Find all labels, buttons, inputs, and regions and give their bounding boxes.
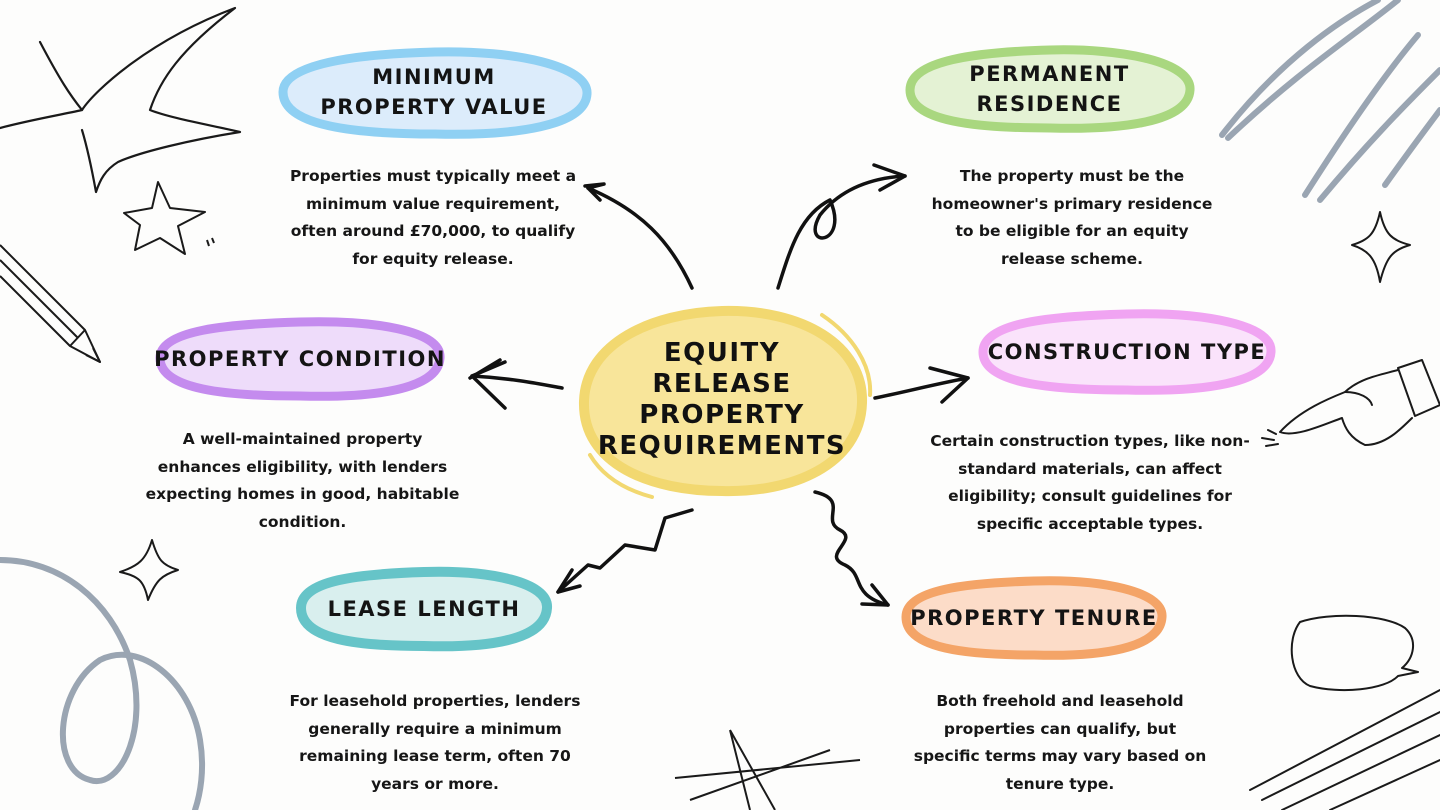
pencil-icon	[0, 244, 101, 363]
arrow-to-residence	[776, 174, 907, 290]
big-star-doodle-icon	[0, 6, 242, 194]
node-description: Properties must typically meet a minimum…	[289, 167, 577, 268]
connector-arrows	[468, 163, 970, 607]
sparkle-icon	[1351, 211, 1411, 283]
node-title: MINIMUM PROPERTY VALUE	[320, 65, 548, 119]
blob-shape	[278, 47, 592, 139]
node-title: PROPERTY CONDITION	[154, 347, 446, 371]
sparkle-icon	[119, 539, 179, 601]
arrow-to-condition	[470, 374, 564, 390]
star-icon	[123, 181, 215, 255]
blob-shape	[155, 317, 445, 401]
node-property-condition: PROPERTY CONDITION	[152, 316, 448, 402]
node-lease-length: LEASE LENGTH	[293, 566, 555, 652]
center-blob-shape	[578, 305, 873, 499]
node-title: PERMANENT RESIDENCE	[969, 62, 1130, 116]
node-min-value: MINIMUM PROPERTY VALUE	[275, 46, 593, 139]
node-title: PROPERTY TENURE	[910, 606, 1158, 630]
node-property-tenure: PROPERTY TENURE	[898, 575, 1170, 661]
blob-shape	[901, 576, 1167, 660]
speech-bubble-icon	[1290, 614, 1419, 692]
star-icon	[674, 729, 861, 810]
center-title: EQUITY RELEASE PROPERTY REQUIREMENTS	[597, 338, 847, 461]
arrow-to-lease	[556, 508, 694, 594]
center-node: EQUITY RELEASE PROPERTY REQUIREMENTS	[572, 305, 873, 499]
node-description: The property must be the homeowner's pri…	[931, 167, 1213, 268]
blob-shape	[295, 566, 552, 652]
arrow-to-construction	[873, 376, 970, 400]
node-description: A well-maintained property enhances elig…	[145, 430, 460, 531]
swirl-loop	[0, 557, 206, 810]
node-title: CONSTRUCTION TYPE	[987, 340, 1267, 364]
node-description: For leasehold properties, lenders genera…	[289, 692, 581, 793]
pointing-hand-icon	[1261, 359, 1440, 447]
node-title: LEASE LENGTH	[327, 597, 521, 621]
blob-shape	[978, 309, 1276, 395]
arrow-to-tenure	[813, 490, 890, 607]
node-permanent-residence: PERMANENT RESIDENCE	[902, 44, 1197, 134]
blob-shape	[905, 45, 1195, 133]
node-construction-type: CONSTRUCTION TYPE	[975, 308, 1279, 396]
scribble-lines	[1249, 689, 1440, 810]
arrow-to-min-value	[586, 186, 694, 290]
scribble-lines	[1219, 0, 1440, 203]
node-description: Certain construction types, like non-sta…	[930, 432, 1250, 533]
node-description: Both freehold and leasehold properties c…	[913, 692, 1207, 793]
